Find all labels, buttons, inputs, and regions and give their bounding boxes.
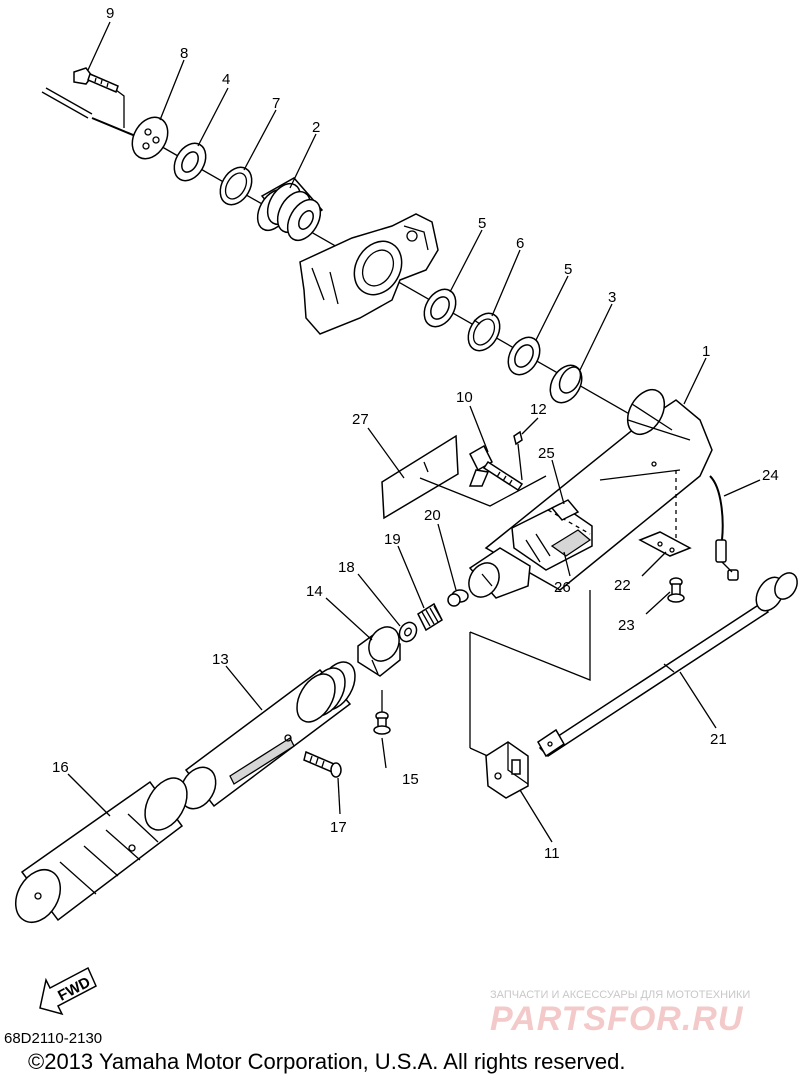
callout-11: 11: [544, 845, 560, 862]
part-13-grip-sleeve: [179, 661, 356, 810]
part-25-plate: [550, 499, 580, 521]
callout-21: 21: [710, 731, 727, 748]
part-12-pin: [513, 430, 523, 481]
part-26-block: [550, 529, 592, 557]
watermark-logo: PARTSFOR.RU: [490, 1000, 744, 1038]
part-16-grip: [14, 777, 188, 923]
callout-numbers: 9 8 4 7 2 5 6 5 3 1 10 12 27 25 24 20 19…: [52, 5, 779, 862]
callout-8: 8: [180, 45, 188, 62]
part-10-wing-bolt: [468, 444, 524, 492]
callout-15: 15: [402, 771, 419, 788]
fwd-arrow: FWD: [39, 966, 97, 1016]
callout-14: 14: [306, 583, 323, 600]
callout-19: 19: [384, 531, 401, 548]
part-20-screw: [447, 589, 469, 607]
part-21-shaft: [537, 572, 798, 758]
steering-bracket: [299, 213, 439, 335]
part-4-bushing: [173, 142, 207, 182]
callout-16: 16: [52, 759, 69, 776]
part-5-washer-lower: [507, 336, 541, 376]
part-19-spring: [417, 602, 443, 632]
callout-26: 26: [554, 579, 571, 596]
part-6-split-ring: [467, 312, 501, 352]
part-23-screw: [667, 577, 685, 603]
part-24-wire: [709, 475, 739, 581]
part-14-collar: [357, 626, 401, 677]
callout-2: 2: [312, 119, 320, 136]
callout-1: 1: [702, 343, 710, 360]
callout-5: 5: [564, 261, 572, 278]
callout-17: 17: [330, 819, 347, 836]
callout-23: 23: [618, 617, 635, 634]
part-3-bushing: [549, 364, 583, 404]
part-17-screw: [303, 750, 342, 778]
callout-13: 13: [212, 651, 229, 668]
part-27-decal: [381, 434, 547, 520]
callout-3: 3: [608, 289, 616, 306]
copyright-notice: ©2013 Yamaha Motor Corporation, U.S.A. A…: [28, 1049, 626, 1074]
part-2-ribbed-bushing: [256, 177, 324, 242]
callout-6: 6: [516, 235, 524, 252]
callout-12: 12: [530, 401, 547, 418]
callout-27: 27: [352, 411, 369, 428]
diagram-code: 68D2110-2130: [4, 1030, 103, 1047]
part-8-plate: [131, 116, 169, 160]
part-22-plate: [638, 531, 692, 557]
callout-4: 4: [222, 71, 230, 88]
part-7-o-ring: [219, 166, 253, 206]
callout-25: 25: [538, 445, 555, 462]
callout-18: 18: [338, 559, 355, 576]
leader-lines: [67, 21, 761, 843]
part-18-washer: [398, 621, 418, 643]
callout-22: 22: [614, 577, 631, 594]
part-15-screw: [373, 690, 391, 735]
part-5-washer-upper: [423, 288, 457, 328]
part-11-cam: [485, 741, 529, 799]
watermark-tagline: ЗАПЧАСТИ И АКСЕССУАРЫ ДЛЯ МОТОТЕХНИКИ: [490, 989, 751, 1001]
callout-5: 5: [478, 215, 486, 232]
callout-24: 24: [762, 467, 779, 484]
part-1-steering-handle: [468, 388, 713, 599]
part-9-bolt: [73, 67, 125, 128]
callout-7: 7: [272, 95, 280, 112]
guide-lines: [469, 590, 591, 759]
callout-10: 10: [456, 389, 473, 406]
callout-20: 20: [424, 507, 441, 524]
callout-9: 9: [106, 5, 114, 22]
